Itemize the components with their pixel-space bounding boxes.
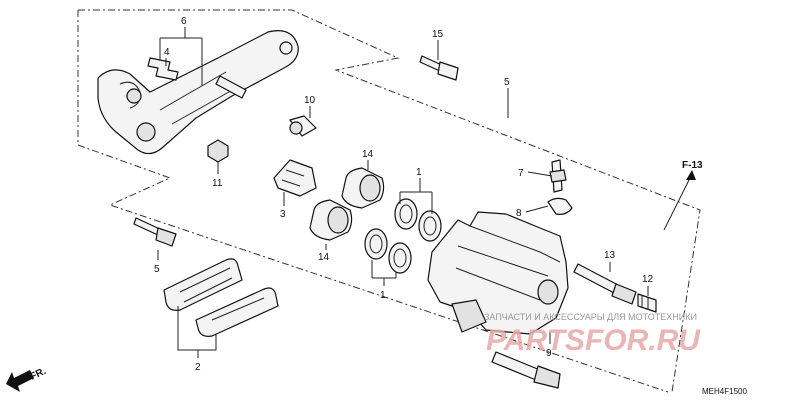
callout-11: 11 [212, 178, 223, 189]
leader-8 [525, 205, 549, 213]
assembly-boundary-lower [77, 144, 669, 393]
pad-spring [273, 159, 317, 197]
callout-3: 3 [280, 209, 286, 220]
front-arrow-icon [6, 370, 34, 392]
nut-11 [207, 139, 229, 163]
leader-7 [527, 171, 553, 177]
bolt-9 [491, 351, 561, 389]
slide-pin-13 [573, 263, 637, 305]
callout-10: 10 [304, 95, 316, 106]
front-marker-label: FR. [29, 366, 48, 383]
callout-7: 7 [518, 168, 524, 179]
callout-12: 12 [642, 274, 654, 285]
callout-8: 8 [516, 208, 522, 219]
piston-lower [309, 199, 353, 241]
callout-13: 13 [604, 250, 616, 261]
reference-f13: F-13 [682, 160, 703, 171]
callout-15: 15 [432, 29, 444, 40]
assembly-boundary-outer [78, 9, 701, 393]
diagram-code: MEH4F1500 [702, 387, 747, 396]
callout-4: 4 [164, 47, 170, 58]
f13-arrowhead [686, 170, 696, 180]
piston-seals-upper [394, 198, 442, 242]
callout-14-bottom: 14 [318, 252, 330, 263]
bolt-15 [419, 55, 459, 81]
callout-14-top: 14 [362, 149, 374, 160]
brake-pad-front [163, 258, 243, 311]
callout-1-bottom: 1 [380, 290, 386, 301]
bolt-5-left [133, 217, 177, 247]
piston-seals-lower [364, 228, 412, 274]
boot-12 [637, 293, 657, 313]
caliper-body [427, 211, 569, 335]
leader-6 [159, 27, 203, 86]
callout-9: 9 [546, 348, 552, 359]
brake-pad-rear [195, 287, 279, 337]
pad-retainer-clip [147, 57, 179, 81]
watermark-caption: ЗАПЧАСТИ И АКСЕССУАРЫ ДЛЯ МОТОТЕХНИКИ [484, 312, 697, 322]
watermark-logo: PARTSFOR.RU [486, 324, 701, 357]
leader-2 [177, 306, 217, 358]
leader-1-bottom [371, 260, 397, 286]
leader-f13 [663, 173, 693, 231]
callout-2: 2 [195, 362, 201, 373]
piston-upper [341, 167, 385, 209]
leader-1-top [399, 178, 433, 214]
callout-6: 6 [181, 16, 187, 27]
front-marker: FR. [6, 366, 48, 392]
bleeder-screw [549, 159, 567, 193]
bleeder-cap [547, 197, 573, 215]
pin-bolt-10 [215, 75, 317, 137]
callout-1-top: 1 [416, 167, 422, 178]
caliper-bracket [97, 30, 299, 155]
callout-5-left: 5 [154, 264, 160, 275]
callout-5-top: 5 [504, 77, 510, 88]
